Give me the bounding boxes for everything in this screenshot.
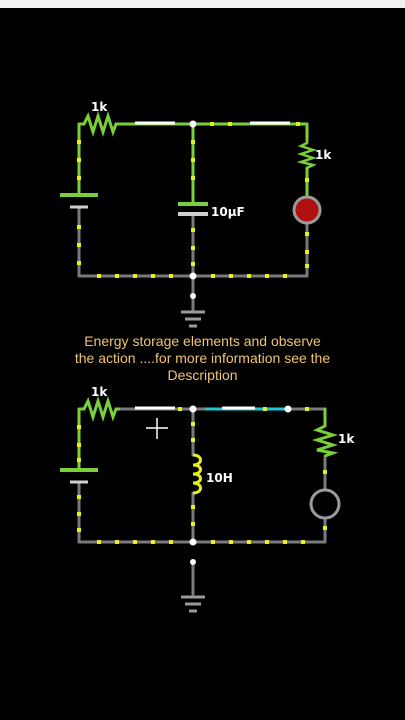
junction-node <box>284 405 292 413</box>
inductor-label: 10H <box>206 471 233 485</box>
capacitor-label: 10µF <box>211 205 245 219</box>
resistor-symbol[interactable] <box>79 110 120 138</box>
capacitor-symbol[interactable] <box>178 202 208 216</box>
description-caption: Energy storage elements and observe the … <box>40 333 365 384</box>
crosshair-cursor-icon <box>146 418 168 439</box>
resistor-label: 1k <box>315 148 332 162</box>
junction-node <box>189 405 197 413</box>
junction-node <box>190 559 196 565</box>
current-dots <box>77 122 309 278</box>
junction-node <box>189 538 197 546</box>
resistor-symbol[interactable] <box>311 422 339 458</box>
circuit-rc <box>60 110 322 328</box>
caption-line: Description <box>167 367 238 383</box>
battery-symbol[interactable] <box>60 193 98 209</box>
lamp-symbol[interactable] <box>309 488 341 520</box>
junction-node <box>189 272 197 280</box>
caption-line: Energy storage elements and observe <box>84 333 321 349</box>
junction-node <box>189 120 197 128</box>
ground-icon <box>181 310 205 328</box>
ground-icon <box>181 595 205 613</box>
circuit-rl <box>60 395 341 613</box>
caption-line: the action ....for more information see … <box>74 350 331 366</box>
junction-node <box>190 293 196 299</box>
resistor-label: 1k <box>91 385 108 399</box>
resistor-label: 1k <box>91 100 108 114</box>
resistor-symbol[interactable] <box>79 395 120 423</box>
lamp-symbol[interactable] <box>292 195 322 225</box>
current-dots <box>77 407 327 544</box>
resistor-symbol[interactable] <box>296 140 317 170</box>
battery-symbol[interactable] <box>60 468 98 484</box>
resistor-label: 1k <box>338 432 355 446</box>
status-bar-strip <box>0 0 405 8</box>
inductor-symbol[interactable] <box>192 453 202 495</box>
